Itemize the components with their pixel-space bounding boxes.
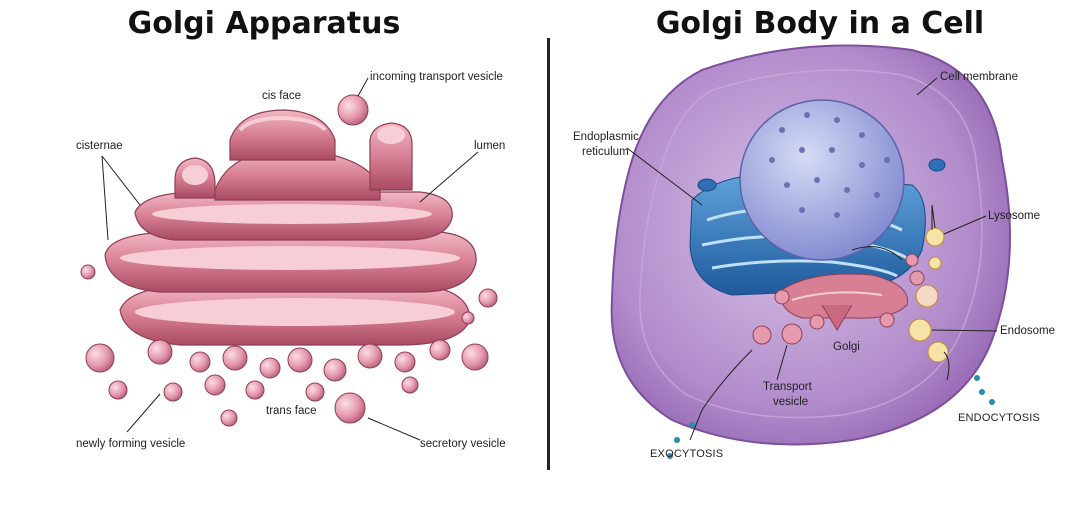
golgi-stack xyxy=(104,109,477,346)
newly-forming-vesicle-label: newly forming vesicle xyxy=(76,438,186,450)
transport-vesicle-label-line2: vesicle xyxy=(773,396,809,408)
extracellular-particles xyxy=(667,375,995,459)
nucleus xyxy=(739,99,905,261)
golgi-apparatus-illustration xyxy=(80,77,498,441)
cisternae-label: cisternae xyxy=(76,140,123,152)
cell-membrane-label: Cell membrane xyxy=(940,71,1018,83)
secretory-vesicle-label: secretory vesicle xyxy=(420,438,506,450)
free-vesicles xyxy=(80,94,498,427)
golgi-body-in-cell-title: Golgi Body in a Cell xyxy=(655,6,985,41)
golgi-apparatus-title: Golgi Apparatus xyxy=(127,6,401,41)
cell-golgi xyxy=(752,253,925,345)
right-leader-lines xyxy=(626,77,998,381)
cis-face-label: cis face xyxy=(262,90,301,102)
transport-arrows xyxy=(689,204,950,441)
endocytosis-label: ENDOCYTOSIS xyxy=(958,412,1041,424)
endoplasmic-reticulum-label-line2: reticulum xyxy=(582,146,629,158)
cell-illustration xyxy=(610,44,1011,459)
panel-divider xyxy=(547,38,550,470)
lysosome-label: Lysosome xyxy=(988,210,1040,222)
lysosomes xyxy=(915,227,945,308)
exocytosis-label: EXOCYTOSIS xyxy=(650,448,724,460)
endosome-label: Endosome xyxy=(1000,325,1055,337)
left-leader-lines xyxy=(101,77,479,441)
bottom-vesicles xyxy=(147,339,451,402)
lumen-label: lumen xyxy=(474,140,506,152)
trans-face-label: trans face xyxy=(266,405,317,417)
endoplasmic-reticulum-label-line1: Endoplasmic xyxy=(573,131,639,143)
endosomes xyxy=(908,318,949,363)
incoming-transport-vesicle-label: incoming transport vesicle xyxy=(370,71,503,83)
golgi-label: Golgi xyxy=(833,341,860,353)
transport-vesicle-label-line1: Transport xyxy=(763,381,812,393)
